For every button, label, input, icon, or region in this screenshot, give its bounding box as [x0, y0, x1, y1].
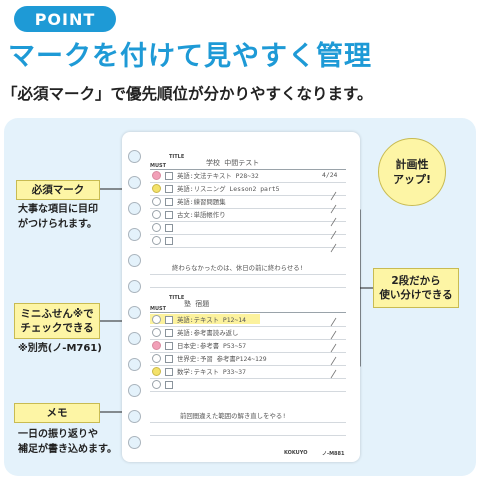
must-label: MUST — [150, 306, 167, 312]
must-mark[interactable] — [152, 236, 161, 245]
task-text: 数学:テキスト P33~37 — [177, 368, 246, 376]
punch-hole — [128, 254, 141, 267]
task-text: 英語:テキスト P12~14 — [177, 316, 246, 324]
task-date: 4/24 — [322, 171, 338, 179]
task-checkbox[interactable] — [165, 198, 173, 206]
must-label: MUST — [150, 163, 167, 169]
section1-memo: 終わらなかったのは、休日の前に終わらせる! — [172, 264, 304, 272]
task-checkbox[interactable] — [165, 368, 173, 376]
task-checkbox[interactable] — [165, 172, 173, 180]
point-badge: POINT — [14, 6, 116, 32]
punch-hole — [128, 332, 141, 345]
task-checkbox[interactable] — [165, 185, 173, 193]
task-text: 英語:文法テキスト P28~32 — [177, 172, 259, 180]
punch-hole — [128, 280, 141, 293]
punch-hole — [128, 150, 141, 163]
mini-sticky-note[interactable] — [150, 314, 260, 324]
section2-memo: 前回間違えた範囲の解き直しをやる! — [180, 412, 287, 420]
must-mark-yellow[interactable] — [152, 367, 161, 376]
task-checkbox[interactable] — [165, 224, 173, 232]
punch-hole — [128, 202, 141, 215]
memo-desc: 一日の振り返りや 補足が書き込めます。 — [18, 429, 117, 455]
brand-logo: KOKUYO — [284, 450, 308, 456]
must-mark-desc: 大事な項目に目印 がつけられます。 — [18, 204, 98, 230]
task-checkbox[interactable] — [165, 342, 173, 350]
two-tier-label: 2段だから 使い分けできる — [373, 268, 459, 308]
headline: マークを付けて見やすく管理 — [8, 41, 372, 72]
title-label: TITLE — [169, 154, 185, 160]
task-text: 世界史:予習 参考書P124~129 — [177, 355, 267, 363]
must-mark-yellow[interactable] — [152, 184, 161, 193]
must-mark[interactable] — [152, 197, 161, 206]
memo-label: メモ — [14, 403, 100, 423]
must-mark[interactable] — [152, 380, 161, 389]
section1-title: 学校 中間テスト — [206, 159, 260, 167]
punch-hole — [128, 358, 141, 371]
planner-sheet: TITLE MUST 学校 中間テスト 英語:文法テキスト P28~32 4/2… — [122, 132, 360, 462]
title-label: TITLE — [169, 295, 185, 301]
subheadline: 「必須マーク」で優先順位が分かりやすくなります。 — [2, 85, 373, 103]
must-mark[interactable] — [152, 315, 161, 324]
must-mark[interactable] — [152, 354, 161, 363]
punch-hole — [128, 176, 141, 189]
punch-hole — [128, 306, 141, 319]
task-checkbox[interactable] — [165, 237, 173, 245]
punch-hole — [128, 436, 141, 449]
product-code: ノ-M881 — [322, 451, 345, 457]
mini-fusen-label: ミニふせん※で チェックできる — [14, 303, 100, 339]
task-checkbox[interactable] — [165, 355, 173, 363]
must-mark-label: 必須マーク — [16, 180, 100, 200]
task-checkbox[interactable] — [165, 316, 173, 324]
task-text: 英語:参考書読み返し — [177, 329, 239, 337]
task-checkbox[interactable] — [165, 381, 173, 389]
punch-hole — [128, 228, 141, 241]
planning-badge: 計画性 アップ! — [378, 138, 446, 206]
punch-hole — [128, 384, 141, 397]
must-mark[interactable] — [152, 328, 161, 337]
section2-title: 塾 宿題 — [184, 300, 210, 308]
task-text: 英語:練習問題集 — [177, 198, 226, 206]
must-mark[interactable] — [152, 210, 161, 219]
task-text: 古文:単語帳作り — [177, 211, 226, 219]
must-mark-pink[interactable] — [152, 341, 161, 350]
must-mark-pink[interactable] — [152, 171, 161, 180]
mini-fusen-note: ※別売(ノ-M761) — [18, 343, 102, 354]
task-checkbox[interactable] — [165, 211, 173, 219]
task-text: 日本史:参考書 P53~57 — [177, 342, 247, 350]
task-checkbox[interactable] — [165, 329, 173, 337]
must-mark[interactable] — [152, 223, 161, 232]
punch-hole — [128, 410, 141, 423]
task-text: 英語:リスニング Lesson2 part5 — [177, 185, 280, 193]
